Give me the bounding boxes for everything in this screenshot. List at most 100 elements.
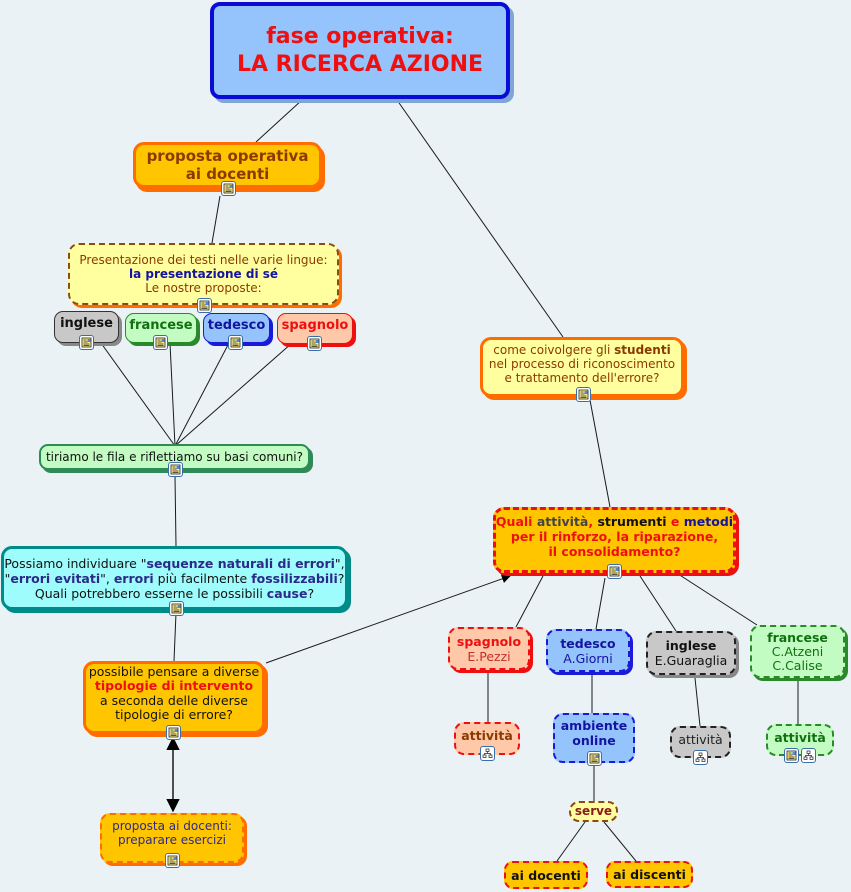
node-text: inglese [60, 316, 113, 331]
document-icon[interactable] [197, 298, 212, 313]
link-francese-tiriamo [169, 342, 176, 447]
link-coinvolgere-quali [589, 399, 611, 508]
document-icon[interactable] [165, 853, 180, 868]
document-icon[interactable] [79, 335, 94, 350]
link-quali-tedesco [595, 577, 606, 630]
text-highlight: errori evitati [10, 570, 101, 586]
document-icon[interactable] [228, 335, 243, 350]
document-icon[interactable] [169, 601, 184, 616]
document-icon[interactable] [166, 725, 181, 740]
proposta-operativa-node[interactable]: proposta operativa ai docenti [133, 142, 322, 188]
document-icon[interactable] [153, 335, 168, 350]
link-serve-ai-docenti [556, 821, 586, 862]
node-text: tedesco [207, 318, 266, 333]
ai-docenti-node[interactable]: ai docenti [504, 861, 588, 889]
link-proposta-presentazione [211, 195, 221, 244]
quali-node[interactable]: Quali attività, strumenti e metodi per i… [493, 507, 736, 573]
link-title-proposta [255, 99, 303, 143]
node-text: Quali attività, strumenti e metodi [496, 514, 733, 529]
node-text: proposta operativa [146, 147, 309, 165]
document-icon[interactable] [587, 751, 602, 766]
node-text-person: C.Calise [772, 657, 823, 673]
node-text: attività [678, 731, 723, 747]
lang-bottom-francese[interactable]: francese C.Atzeni C.Calise [750, 625, 845, 678]
link-quali-inglese [639, 575, 677, 632]
node-text: Quali potrebbero esserne le possibili ca… [35, 586, 314, 601]
lang-bottom-spagnolo[interactable]: spagnolo E.Pezzi [448, 627, 530, 670]
node-text-person: C.Atzeni [771, 643, 824, 659]
node-text: Le nostre proposte: [145, 281, 262, 295]
title-node[interactable]: fase operativa: LA RICERCA AZIONE [210, 2, 510, 99]
text-segment: Possiamo individuare " [4, 555, 147, 571]
text-segment: più facilmente [153, 570, 252, 586]
text-highlight: cause [266, 585, 308, 601]
node-text: attività [774, 729, 826, 745]
document-icon[interactable] [784, 748, 799, 763]
node-text: ai docenti [511, 867, 581, 883]
link-inglese-tiriamo [100, 342, 176, 447]
node-text-person: A.Giorni [563, 650, 613, 666]
text-highlight: errori [113, 570, 154, 586]
text-segment: ", [100, 570, 114, 586]
node-text: il consolidamento? [548, 543, 681, 559]
node-text: "errori evitati", errori più facilmente … [5, 571, 345, 586]
link-quali-francese [674, 571, 758, 626]
text-highlight: sequenze naturali di errori [146, 555, 335, 571]
concept-map-icon[interactable] [801, 748, 816, 763]
node-text: ai discenti [613, 867, 686, 882]
node-text: e trattamento dell'errore? [504, 371, 660, 385]
text-highlight: studenti [614, 343, 671, 357]
link-tiriamo-possiamo [174, 475, 177, 547]
node-text: ai docenti [185, 165, 270, 183]
link-serve-ai-discenti [603, 821, 637, 862]
text-highlight: metodi [683, 513, 734, 529]
text-segment: " [4, 570, 11, 586]
title-line-2: LA RICERCA AZIONE [236, 51, 484, 77]
node-text: ambiente [560, 718, 628, 733]
attivita-francese-node[interactable]: attività [766, 724, 834, 756]
node-text-person: E.Guaraglia [654, 653, 728, 668]
serve-node[interactable]: serve [569, 801, 618, 822]
document-icon[interactable] [168, 462, 183, 477]
node-text: come coivolgere gli studenti [493, 343, 670, 357]
possibile-node[interactable]: possibile pensare a diverse tipologie di… [83, 661, 265, 734]
node-text: possibile pensare a diverse [88, 663, 260, 679]
concept-map-icon[interactable] [480, 746, 495, 761]
document-icon[interactable] [307, 336, 322, 351]
node-text: Possiamo individuare "sequenze naturali … [4, 556, 344, 571]
lang-bottom-inglese[interactable]: inglese E.Guaraglia [646, 631, 736, 675]
node-text: francese [129, 318, 193, 333]
text-highlight: strumenti [597, 513, 667, 529]
node-text: nel processo di riconoscimento [488, 357, 676, 371]
node-text: Presentazione dei testi nelle varie ling… [79, 253, 328, 267]
link-quali-spagnolo [515, 575, 544, 628]
document-icon[interactable] [221, 181, 236, 196]
text-segment: ? [337, 570, 345, 586]
link-tedesco-tiriamo [174, 342, 230, 447]
possiamo-node[interactable]: Possiamo individuare "sequenze naturali … [1, 546, 348, 610]
title-line-1: fase operativa: [266, 23, 454, 49]
ai-discenti-node[interactable]: ai discenti [606, 861, 693, 888]
resource-icons [784, 748, 816, 763]
document-icon[interactable] [576, 387, 591, 402]
text-segment: come coivolgere gli [493, 343, 615, 357]
presentazione-node[interactable]: Presentazione dei testi nelle varie ling… [68, 243, 339, 305]
node-text: per il rinforzo, la riparazione, [510, 528, 719, 544]
text-segment: Quali potrebbero esserne le possibili [34, 585, 267, 601]
concept-map-icon[interactable] [693, 750, 708, 765]
text-highlight: attività [536, 513, 589, 529]
node-text-highlight: tipologie di intervento [94, 678, 254, 693]
link-inglese-attivita [694, 677, 701, 727]
node-text: tipologie di errore? [115, 707, 233, 722]
node-text: tiriamo le fila e riflettiamo su basi co… [45, 449, 304, 464]
text-segment: ? [307, 585, 315, 601]
node-text-title: inglese [665, 638, 717, 653]
text-segment: Quali [495, 513, 537, 529]
document-icon[interactable] [607, 564, 622, 579]
text-highlight: fossilizzabili [251, 570, 338, 586]
node-text-title: tedesco [560, 635, 616, 651]
node-text-title: spagnolo [456, 633, 522, 649]
text-segment: , [588, 513, 598, 529]
lang-bottom-tedesco[interactable]: tedesco A.Giorni [546, 629, 630, 672]
